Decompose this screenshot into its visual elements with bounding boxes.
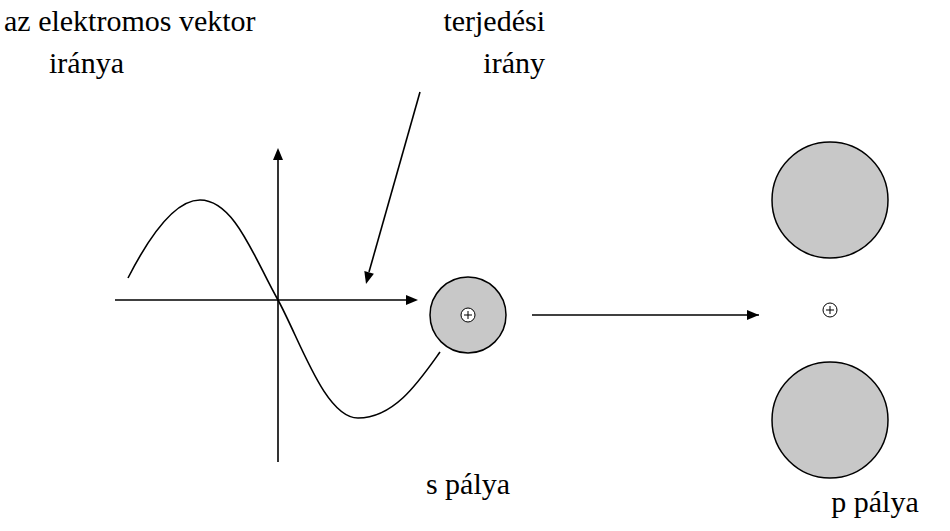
orbital-shape: [765, 138, 945, 523]
orbital-lobe: [430, 277, 506, 353]
orbital-lobe: [772, 362, 888, 478]
orbital-lobe: [772, 142, 888, 258]
orbital-node: p pálya: [765, 138, 945, 523]
axis-caption: terjedési irány: [390, 0, 545, 84]
orbital-node: s pálya: [410, 272, 526, 505]
nucleus-symbol: [823, 303, 837, 317]
horizontal-axis: [115, 299, 410, 301]
axis-arrowhead: [273, 148, 283, 160]
transition-arrow: [532, 314, 759, 316]
orbital-label: p pálya: [815, 485, 935, 519]
leader-arrowhead: [364, 271, 374, 284]
orbital-label: s pálya: [410, 467, 526, 501]
vertical-axis: [277, 158, 279, 462]
axis-arrowhead: [406, 295, 418, 305]
sine-wave: [128, 200, 440, 418]
nucleus-symbol: [461, 308, 475, 322]
leader-line: [369, 92, 420, 272]
axis-caption: az elektromos vektor iránya: [4, 0, 264, 84]
